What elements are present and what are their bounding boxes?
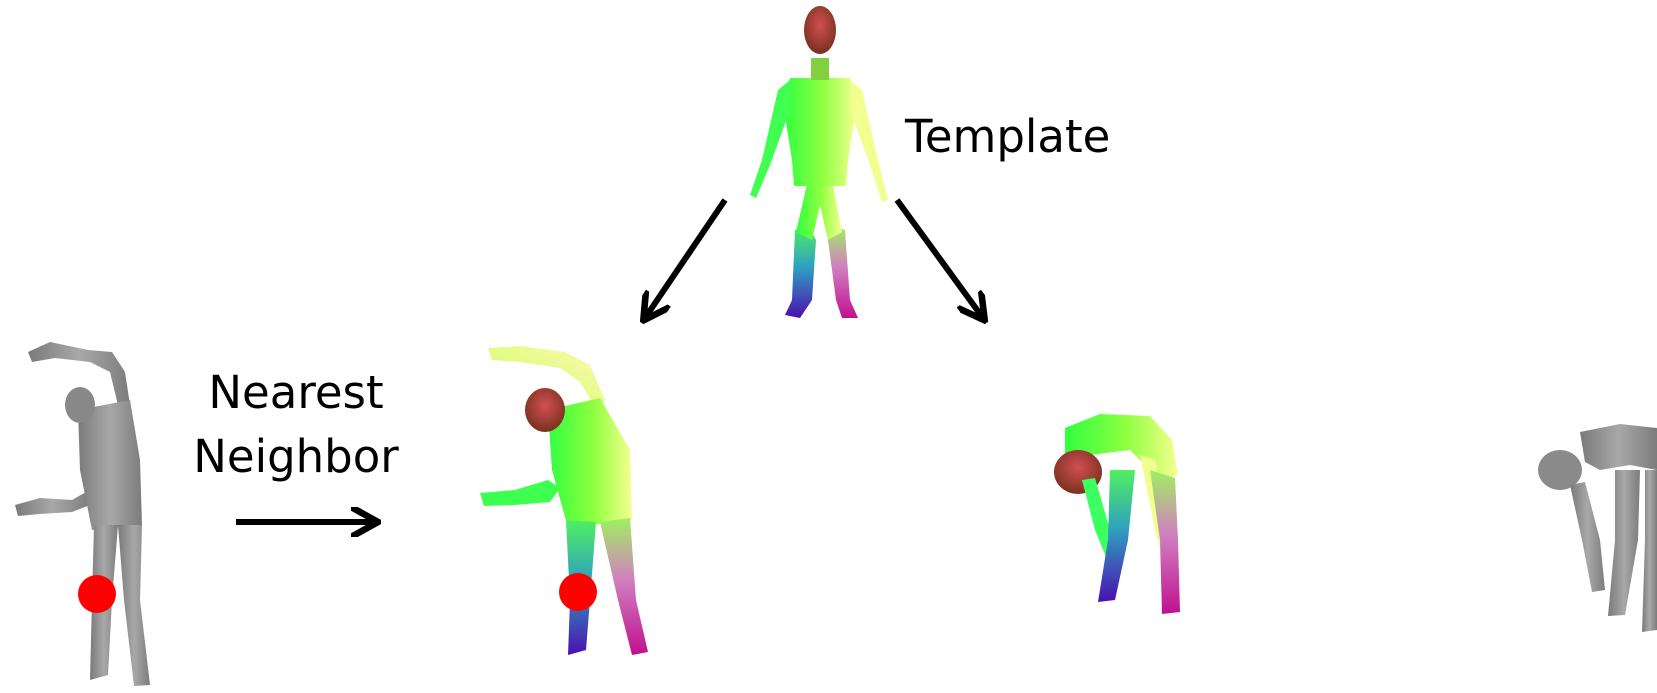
template-body <box>750 6 888 318</box>
nearest-neighbor-label: Nearest Neighbor <box>186 361 406 489</box>
template-label: Template <box>905 105 1110 169</box>
correspondence-marker-right <box>559 573 597 611</box>
arrow-template-to-right <box>897 200 983 318</box>
nearest-neighbor-label-line1: Nearest <box>186 361 406 425</box>
deformed-template-left <box>480 346 648 655</box>
input-scan-left <box>15 342 150 686</box>
arrow-template-to-left <box>645 200 725 318</box>
input-scan-right <box>1538 424 1657 632</box>
nearest-neighbor-label-line2: Neighbor <box>186 425 406 489</box>
correspondence-marker-left <box>78 575 116 613</box>
deformed-template-right <box>1054 414 1180 614</box>
